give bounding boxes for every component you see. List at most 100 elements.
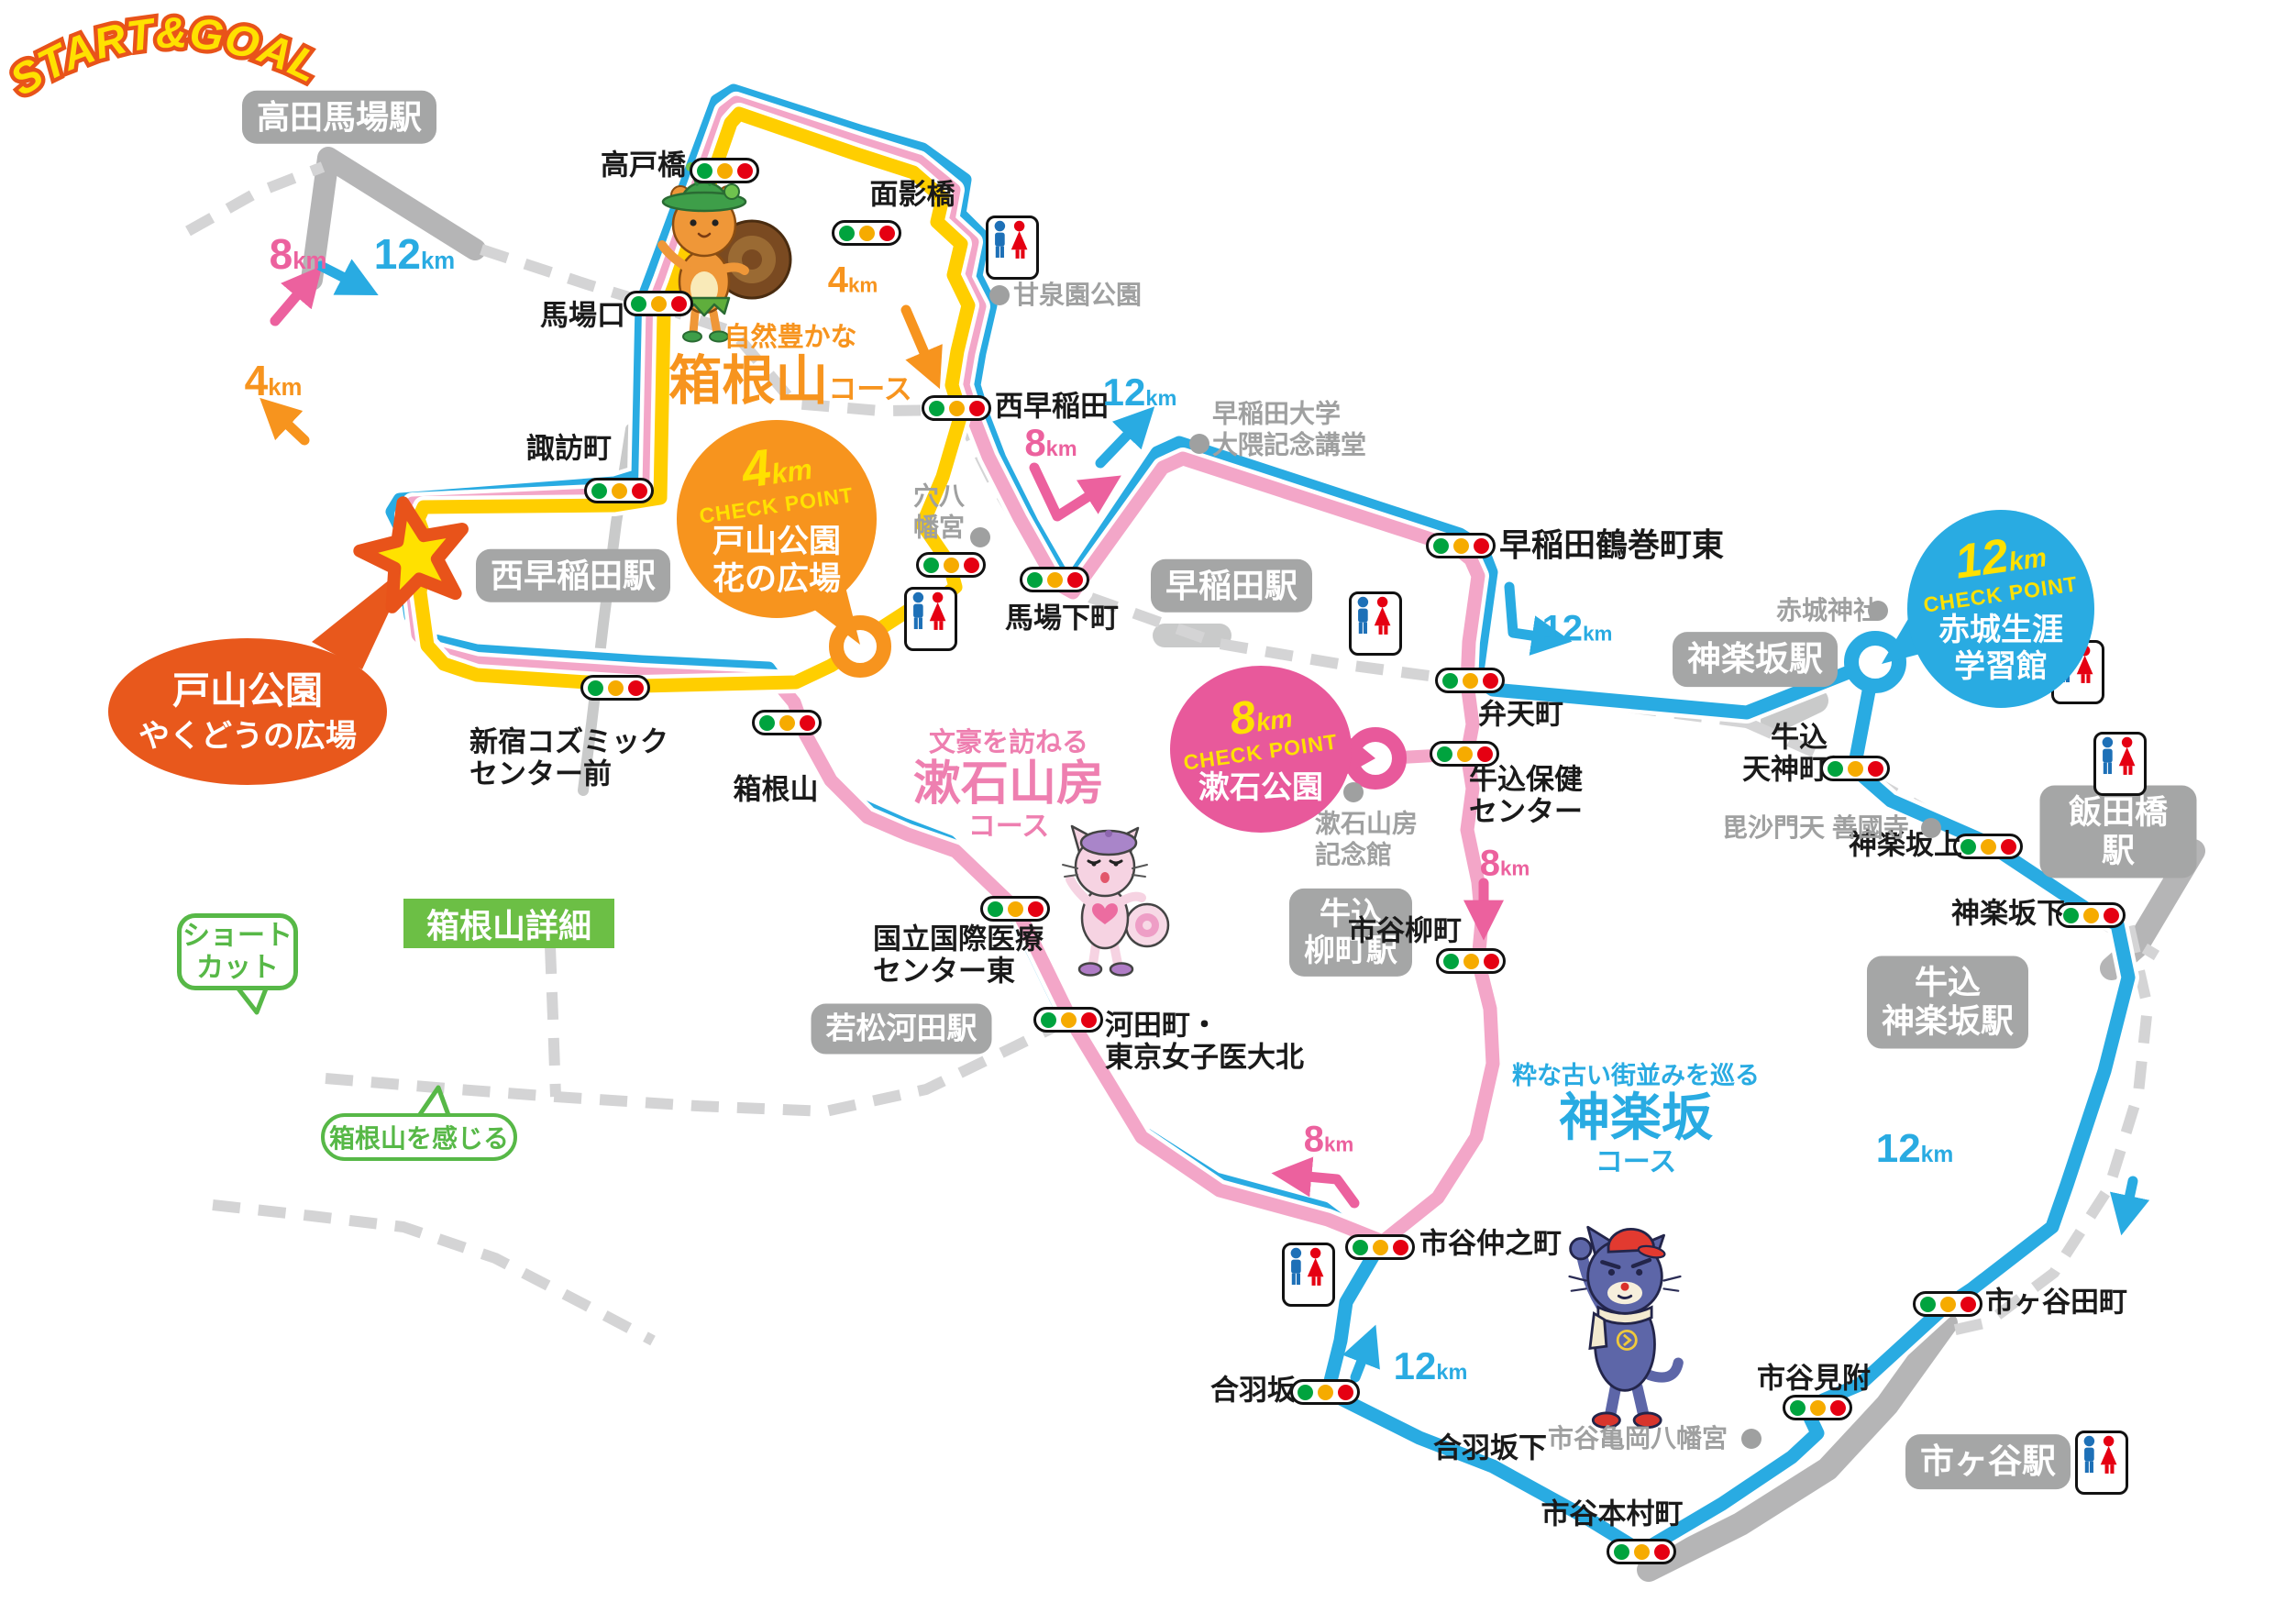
checkpoint-12km-place: 赤城生涯 学習館: [1938, 613, 2063, 684]
crossing-label: 面影橋: [869, 178, 955, 211]
course-soseki-suffix: コース: [967, 811, 1050, 842]
traffic-light-icon: [1436, 948, 1506, 974]
traffic-light-icon: [584, 478, 654, 503]
restroom-icon: [1357, 596, 1391, 635]
landmark-dot-icon: [1868, 601, 1888, 621]
traffic-light-icon: [690, 158, 759, 183]
checkpoint-bubble-4km: 4km CHECK POINT 戸山公園 花の広場: [677, 420, 877, 618]
traffic-light-icon: [1020, 567, 1089, 592]
checkpoint-4km-distance: 4km: [738, 437, 815, 500]
checkpoint-bubble-12km: 12km CHECK POINT 赤城生涯 学習館: [1907, 510, 2094, 708]
restroom-icon: [1290, 1247, 1324, 1286]
crossing-label: 箱根山: [733, 773, 819, 806]
landmark-label: 市谷亀岡八幡宮: [1548, 1424, 1728, 1453]
traffic-light-icon: [922, 395, 991, 421]
crossing-label: 西早稲田: [995, 390, 1109, 423]
landmark-label: 穴八 幡宮: [913, 481, 966, 541]
traffic-light-icon: [1426, 533, 1496, 558]
shortcut-note-bubble: ショート カット: [177, 913, 298, 990]
landmark-label: 早稲田大学 大隈記念講堂: [1212, 399, 1367, 458]
toilet-icon: [904, 587, 957, 651]
crossing-label: 高戸橋: [601, 149, 686, 182]
station-badge: 牛込 神楽坂駅: [1866, 956, 2029, 1049]
traffic-light-icon: [1913, 1291, 1982, 1317]
station-badge: 早稲田駅: [1150, 558, 1313, 613]
restroom-icon: [994, 220, 1028, 259]
crossing-label: 市谷柳町: [1348, 914, 1462, 947]
crossing-label: 市谷仲之町: [1419, 1227, 1562, 1260]
pink-cat-mascot-icon: [1062, 824, 1170, 977]
landmark-dot-icon: [989, 285, 1010, 305]
traffic-light-icon: [832, 220, 901, 246]
start-goal-star-icon: [353, 496, 469, 613]
course-hakoneyama-tagline: 自然豊かな: [723, 323, 857, 352]
distance-marker-12km: 12km: [1541, 608, 1613, 649]
traffic-light-icon: [1430, 741, 1499, 767]
start-goal-bubble: 戸山公園 やくどうの広場: [108, 638, 387, 785]
crossing-label: 神楽坂上: [1849, 828, 1962, 861]
crossing-label: 神楽坂下: [1951, 897, 2065, 930]
distance-marker-12km: 12km: [1393, 1344, 1468, 1387]
start-goal-place-line2: やくどうの広場: [138, 718, 357, 754]
traffic-light-icon: [2056, 902, 2126, 928]
hakoneyama-feel-bubble: 箱根山を感じる: [321, 1113, 517, 1161]
checkpoint-rings: [829, 615, 1906, 790]
distance-marker-12km: 12km: [1875, 1126, 1954, 1171]
traffic-light-icon: [1290, 1379, 1360, 1405]
distance-marker-8km: 8km: [1303, 1119, 1354, 1160]
squirrel-mascot-icon: [657, 162, 792, 343]
course-hakoneyama-name: 箱根山: [668, 351, 829, 412]
checkpoint-8km-distance: 8km: [1226, 690, 1295, 746]
checkpoint-4km-place: 戸山公園 花の広場: [712, 524, 841, 597]
crossing-label: 市谷見附: [1757, 1362, 1871, 1395]
station-badge: 西早稲田駅: [475, 548, 671, 603]
blue-cat-mascot-icon: [1568, 1225, 1684, 1430]
station-badge: 神楽坂駅: [1673, 632, 1838, 687]
crossing-label: 市谷本村町: [1541, 1497, 1684, 1530]
crossing-label: 馬場口: [540, 299, 625, 332]
station-badge: 高田馬場駅: [241, 90, 437, 145]
crossing-label: 河田町・ 東京女子医大北: [1105, 1009, 1304, 1073]
hakoneyama-detail-badge: 箱根山詳細: [403, 899, 614, 948]
crossing-label: 諏訪町: [526, 432, 612, 465]
crossing-label: 合羽坂: [1210, 1374, 1296, 1407]
landmark-dot-icon: [970, 527, 990, 547]
distance-marker-8km: 8km: [1479, 843, 1530, 884]
checkpoint-bubble-8km: 8km CHECK POINT 漱石公園: [1170, 666, 1352, 833]
restroom-icon: [912, 591, 946, 630]
crossing-label: 馬場下町: [1005, 602, 1119, 635]
crossing-label: 早稲田鶴巻町東: [1499, 527, 1725, 564]
traffic-light-icon: [1345, 1234, 1415, 1260]
landmark-label: 漱石山房 記念館: [1315, 809, 1419, 868]
direction-arrows: [260, 259, 2150, 1383]
course-soseki-name: 漱石山房: [912, 757, 1105, 812]
station-badge: 若松河田駅: [811, 1003, 992, 1055]
landmark-dot-icon: [1741, 1429, 1761, 1449]
start-goal-arc-label: START&GOAL: [0, 4, 331, 109]
crossing-label: 弁天町: [1478, 698, 1563, 731]
crossing-label: 市ヶ谷田町: [1985, 1286, 2127, 1319]
distance-marker-8km: 8km: [1024, 421, 1077, 464]
course-kagurazaka-suffix: コース: [1595, 1146, 1677, 1177]
landmark-label: 甘泉園公園: [1013, 281, 1143, 310]
course-title-kagurazaka: 粋な古い街並みを巡る 神楽坂 コース: [1512, 1062, 1760, 1178]
start-goal-place-line1: 戸山公園: [172, 669, 323, 713]
distance-marker-12km: 12km: [1102, 370, 1177, 414]
course-soseki-tagline: 文豪を訪ねる: [928, 728, 1089, 757]
crossing-label: 合羽坂下: [1433, 1431, 1547, 1464]
course-title-hakoneyama: 自然豊かな 箱根山コース: [668, 323, 911, 412]
landmark-label: 毘沙門天 善國寺: [1722, 813, 1909, 843]
traffic-light-icon: [624, 291, 693, 316]
toilet-icon: [986, 215, 1039, 280]
landmark-dot-icon: [1189, 434, 1209, 454]
restroom-icon: [2083, 1435, 2117, 1474]
checkpoint-8km-place: 漱石公園: [1198, 769, 1323, 805]
course-title-soseki: 文豪を訪ねる 漱石山房 コース: [913, 728, 1104, 842]
toilet-icon: [1282, 1243, 1335, 1307]
traffic-light-icon: [1783, 1395, 1852, 1420]
course-kagurazaka-name: 神楽坂: [1559, 1088, 1713, 1147]
station-badge: 牛込 柳町駅: [1289, 888, 1412, 978]
landmark-dot-icon: [1343, 782, 1364, 802]
